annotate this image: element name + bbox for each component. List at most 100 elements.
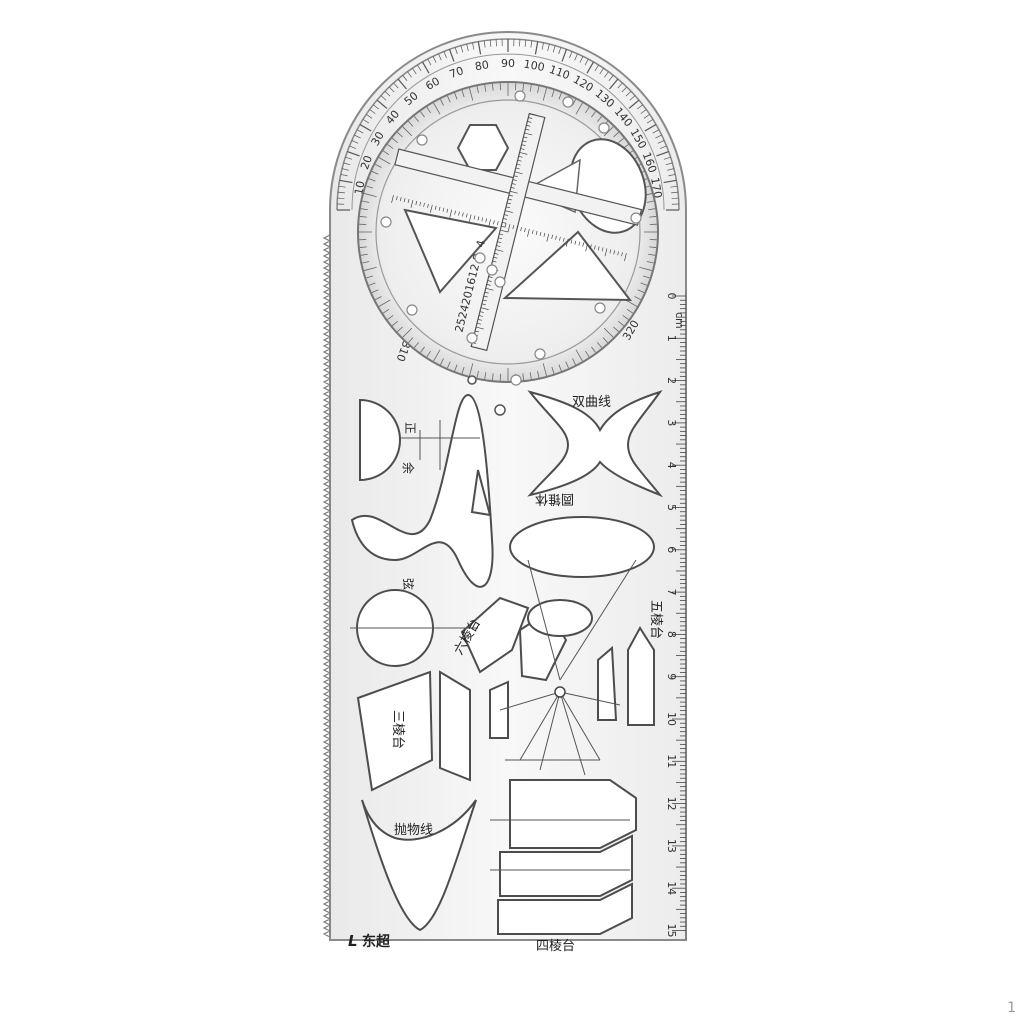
cross-tick [493,256,498,259]
dial-tick [476,370,479,378]
cross-tick [543,232,546,237]
square-frustum-block-3 [497,882,633,935]
dial-scale-label: 20 [459,290,475,307]
protractor-tick [609,78,619,90]
cross-tick [609,249,612,254]
dial-tick [642,275,650,279]
protractor-tick [432,56,437,63]
dial-tick [366,185,374,189]
cm-label: 4 [665,462,678,469]
cross-tick [546,233,550,242]
rotating-dial: 481216202425 [357,81,659,386]
cross-tick [494,253,499,255]
cross-tick [574,240,577,245]
cm-label: 13 [665,839,678,853]
dial-tick [378,299,391,307]
cross-tick [396,196,398,201]
dial-tick [408,337,414,343]
cm-label: 1 [665,335,678,342]
protractor-tick [354,134,361,139]
dial-tick [537,370,540,378]
cross-tick [604,248,608,257]
dial-tick [602,337,608,343]
cross-tick [527,228,530,237]
protractor-tick [384,90,391,97]
protractor-label: 80 [474,58,490,73]
pentagonal-prism-label: 五棱台 [648,600,664,639]
protractor-tick [388,86,395,93]
protractor-tick [417,64,422,72]
protractor-tick [604,71,609,78]
dial-tick [529,84,532,92]
dial-hole [406,304,418,316]
dial-hole [514,90,526,102]
triangular-frustum-piece [439,670,471,782]
hyperbola-label: 双曲线 [572,395,611,410]
dial-tick [603,126,614,137]
square-frustum-block-1 [509,779,637,849]
cross-tick [521,144,526,146]
dial-tick [585,350,590,358]
protractor-label: 70 [448,64,466,81]
cross-tick [474,330,480,333]
dial-tick [382,309,390,314]
protractor-tick [621,86,628,93]
cross-tick [512,179,517,181]
dial-tick [618,137,625,143]
protractor-tick [341,168,349,171]
dial-tick [469,87,474,101]
protractor-tick [644,123,657,132]
cross-tick [516,226,519,231]
cross-tick [502,221,507,224]
serrated-left-edge [322,234,332,938]
dial-tick [397,132,403,138]
cross-tick [495,249,504,252]
protractor-tick [534,41,539,55]
cross-tick [621,252,623,257]
cross-tick [519,152,528,155]
dial-tick [366,275,374,279]
dial-tick [537,86,540,94]
dial-tick [522,83,524,91]
square-frustum-label: 四棱台 [536,938,575,954]
cross-tick [468,214,472,223]
dial-tick [378,157,391,165]
dial-tick [639,266,653,271]
cm-label: 5 [665,504,678,511]
cross-tick [473,215,476,220]
cross-tick [585,243,588,252]
protractor-tick [668,174,676,177]
cross-tick [391,195,394,204]
cross-tick [485,287,494,291]
dial-hole [380,216,392,228]
cross-tick [471,346,480,349]
page-number: 1 [1007,1000,1016,1016]
dial-hole [534,348,546,360]
dial-scale-label: 16 [463,276,479,293]
dial-tick [447,361,451,369]
cross-tick [570,239,573,244]
cm-label: 8 [665,631,678,638]
cross-tick [484,291,489,294]
protractor-label: 20 [358,154,375,172]
tangent-label: 弦 [401,578,416,590]
dial-holes [380,90,642,386]
protractor-tick [569,51,573,59]
dial-tick [575,102,583,115]
cross-tick [562,237,565,242]
dial-tick [362,200,370,203]
cross-tick [559,236,561,241]
dial-tick [551,90,555,98]
guide-lines [350,420,637,871]
dial-tick [433,349,441,362]
cross-tick [582,242,585,247]
semicircle-cutout [359,398,401,482]
protractor-tick [369,109,376,114]
protractor-tick [380,95,387,101]
cross-tick [514,171,523,175]
cross-tick [493,220,495,225]
dial-tick [565,361,569,369]
cross-tick [423,202,425,207]
